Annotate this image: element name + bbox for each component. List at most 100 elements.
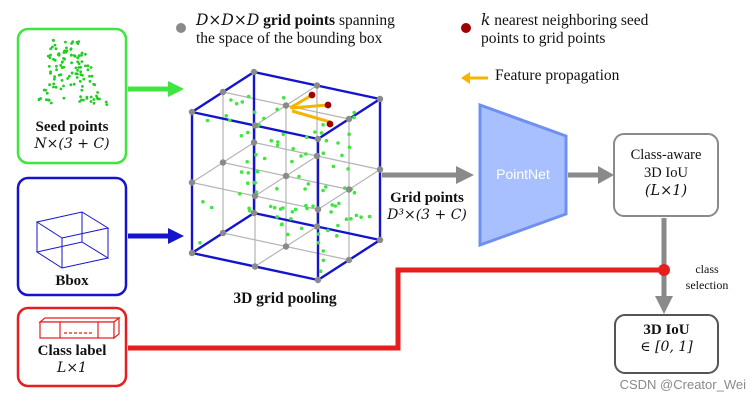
seed-dot: [81, 73, 84, 77]
cube-seed-dot: [299, 226, 304, 231]
grid-node: [250, 209, 258, 217]
seed-dot: [79, 95, 82, 99]
class-aware-line1: Class-aware: [630, 147, 702, 163]
cube-seed-dot: [253, 180, 257, 185]
seed-dot: [89, 66, 93, 69]
seed-dot: [88, 74, 91, 78]
seed-dot: [49, 47, 53, 51]
feature-propagation-arrows: [289, 93, 331, 124]
cube-seed-dot: [340, 153, 344, 158]
grid-node: [188, 108, 196, 116]
pointnet-to-iou-arrow: [568, 166, 614, 184]
seed-dot: [49, 70, 52, 74]
seed-dot: [78, 100, 82, 103]
cube-seed-dot: [344, 217, 349, 221]
seed-dot: [79, 70, 83, 74]
cube-seed-dot: [311, 204, 315, 208]
class-selection-label: class selection: [672, 262, 742, 293]
grid-points-rest: spanning: [338, 12, 395, 29]
grid-node: [219, 229, 227, 237]
cube-seed-dot: [331, 164, 336, 169]
class-selection-line1: class: [695, 262, 719, 276]
seed-dot: [68, 74, 71, 78]
cube-seed-dot: [272, 205, 277, 210]
seed-dot: [70, 61, 73, 65]
grid-node: [251, 192, 259, 200]
bbox-to-grid-arrow: [128, 228, 184, 244]
class-label-path: [128, 267, 664, 351]
grid-node: [314, 206, 322, 213]
seed-dot: [89, 100, 93, 103]
seed-dot: [57, 73, 61, 77]
cube-seed-dot: [326, 228, 330, 233]
seed-point-legend-icon: [461, 23, 471, 33]
seed-dot: [95, 94, 98, 98]
seed-dot: [76, 56, 80, 60]
cube-seed-dot: [246, 181, 250, 185]
seed-dot: [59, 64, 63, 67]
seed-dot: [60, 79, 64, 82]
cube-seed-dot: [293, 207, 298, 212]
cube-seed-dot: [275, 186, 279, 191]
class-aware-line2: 3D IoU: [644, 165, 688, 182]
seed-points-box: [16, 27, 128, 165]
knn-legend: k nearest neighboring seed points to gri…: [481, 11, 648, 48]
seed-dot: [70, 71, 74, 75]
knn-line2: points to grid points: [481, 29, 606, 47]
cube-seed-dot: [303, 187, 307, 191]
cube-seed-dot: [321, 188, 325, 193]
cube-seed-dot: [316, 232, 321, 236]
seed-dot: [72, 82, 76, 86]
seed-dot: [105, 103, 109, 106]
cube-seed-dot: [321, 151, 326, 155]
seed-dot: [77, 54, 81, 58]
final-iou-range: ∈ [0, 1]: [640, 339, 693, 356]
seed-dot: [53, 77, 56, 81]
cube-seed-dot: [347, 132, 351, 136]
cube-seed-dot: [252, 110, 257, 114]
cube-seed-dot: [306, 182, 311, 186]
cube-seed-dot: [205, 118, 210, 123]
seed-dot: [62, 57, 65, 60]
seed-dot: [76, 72, 79, 76]
seed-dot: [80, 51, 84, 55]
cube-seed-dot: [262, 156, 267, 161]
bbox-wireframe-icon: [35, 211, 110, 269]
seed-dot: [70, 53, 73, 57]
cube-seed-dot: [337, 201, 341, 206]
seed-dot: [49, 53, 52, 57]
cube-seed-dot: [324, 185, 328, 189]
seed-dot: [62, 96, 66, 100]
seed-dot: [72, 54, 76, 57]
seed-dot: [77, 66, 81, 69]
feature-propagation-legend-icon: [461, 72, 488, 84]
cube-seed-dot: [229, 98, 233, 102]
seed-dot: [53, 58, 57, 62]
cube-seed-dot: [352, 115, 356, 120]
cube-seed-dot: [254, 152, 258, 157]
bbox-title: Bbox: [55, 273, 89, 289]
seed-dot: [86, 64, 90, 68]
nearest-seed-points: [308, 91, 334, 128]
seed-dot: [55, 68, 58, 72]
cube-seed-dot: [352, 190, 357, 195]
seed-dot: [54, 47, 58, 51]
cube-seed-dot: [336, 223, 340, 228]
cube-seed-dot: [247, 206, 251, 211]
grid-node: [219, 88, 227, 96]
grid-node: [376, 236, 384, 244]
cube-seed-dot: [209, 205, 214, 210]
grid-node: [282, 102, 290, 109]
grid-node: [251, 263, 259, 270]
seed-points-dims: N×(3 + C): [34, 136, 110, 153]
grid-node: [250, 68, 258, 76]
seed-dot: [90, 74, 94, 78]
cube-seed-dot: [286, 232, 290, 237]
seed-dot: [62, 65, 66, 69]
cube-seed-dot: [321, 123, 325, 127]
grid-node: [376, 95, 384, 103]
cube-seed-dot: [290, 210, 295, 214]
seed-dot: [46, 54, 50, 58]
seed-dot: [77, 62, 81, 65]
